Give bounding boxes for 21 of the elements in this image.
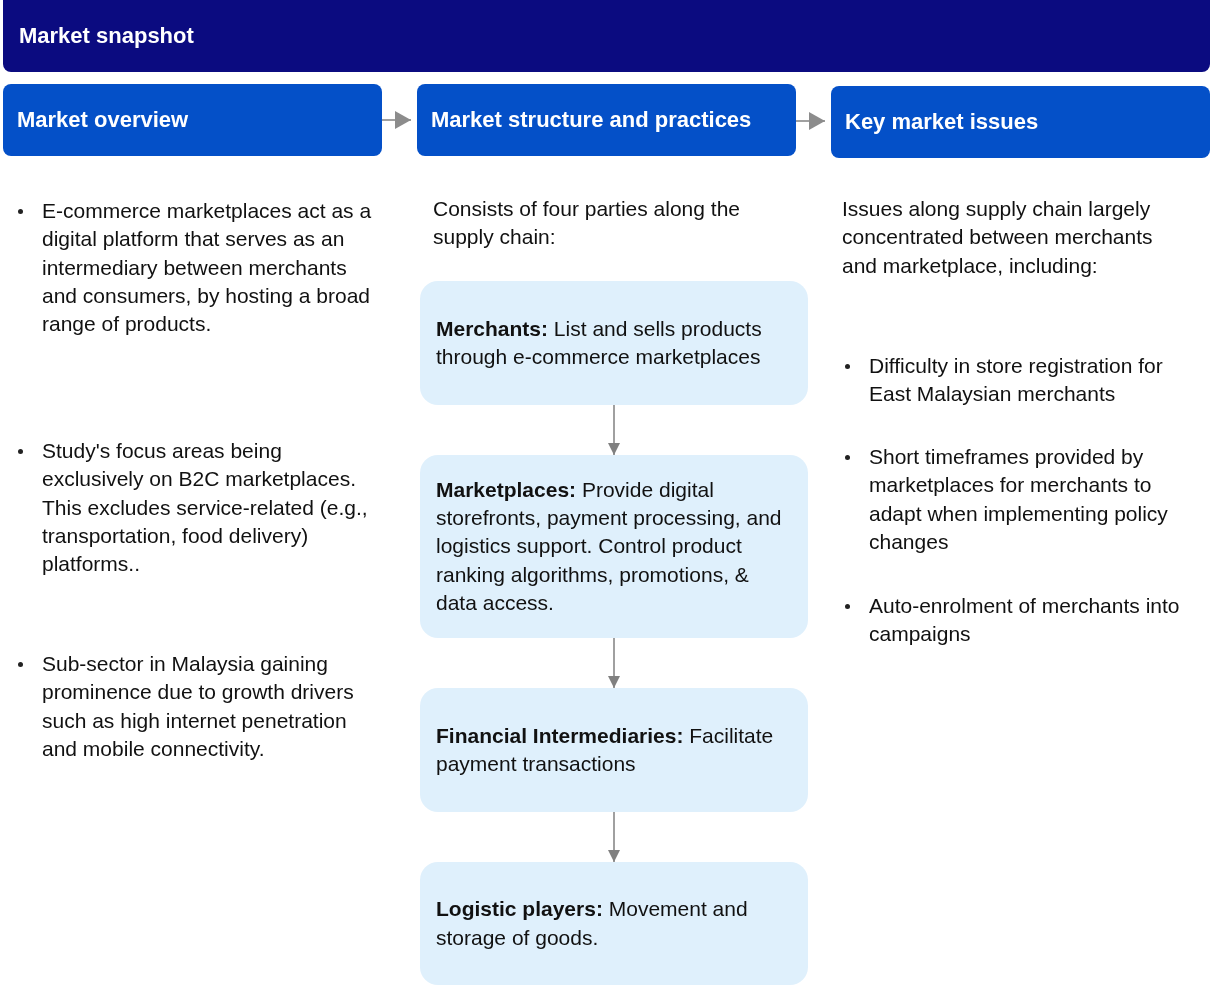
chevron-arrow bbox=[381, 111, 412, 129]
bullet-text: E-commerce marketplaces act as a digital platform that serves as an intermediary between merchants and consumers, by hosting a broad range of products. bbox=[42, 198, 373, 338]
section-header: Market overview bbox=[3, 84, 382, 156]
chevron-arrow bbox=[795, 112, 826, 130]
bullet-text: Auto-enrolment of merchants into campaigns bbox=[869, 593, 1181, 648]
intro-text: Consists of four parties along the supply chain: bbox=[433, 196, 741, 251]
section-header: Key market issues bbox=[831, 86, 1210, 158]
intro-text: Issues along supply chain largely concentrated between merchants and marketplace, including: bbox=[842, 196, 1154, 279]
bullet-text: Short timeframes provided by marketplaces for merchants to adapt when implementing policy changes bbox=[869, 444, 1169, 556]
party-box: Financial Intermediaries: Facilitate payment transactions bbox=[420, 688, 808, 812]
party-box: Marketplaces: Provide digital storefronts, payment processing, and logistics support. Control product ranking algorithms, promotions, & data access. bbox=[420, 455, 808, 638]
arrow bbox=[608, 404, 620, 456]
bullet-text: Study's focus areas being exclusively on B2C marketplaces. This excludes service-related (e.g., transportation, food delivery) platforms.. bbox=[42, 438, 369, 578]
bullet-text: Sub-sector in Malaysia gaining prominence due to growth drivers such as high internet penetration and mobile connectivity. bbox=[42, 651, 355, 763]
arrow bbox=[608, 811, 620, 863]
title-bar: Market snapshot bbox=[3, 0, 1210, 72]
section-header: Market structure and practices bbox=[417, 84, 796, 156]
party-box: Merchants: List and sells products through e-commerce marketplaces bbox=[420, 281, 808, 405]
bullet-text: Difficulty in store registration for East Malaysian merchants bbox=[869, 353, 1164, 408]
arrow bbox=[608, 637, 620, 689]
party-box: Logistic players: Movement and storage of goods. bbox=[420, 862, 808, 985]
